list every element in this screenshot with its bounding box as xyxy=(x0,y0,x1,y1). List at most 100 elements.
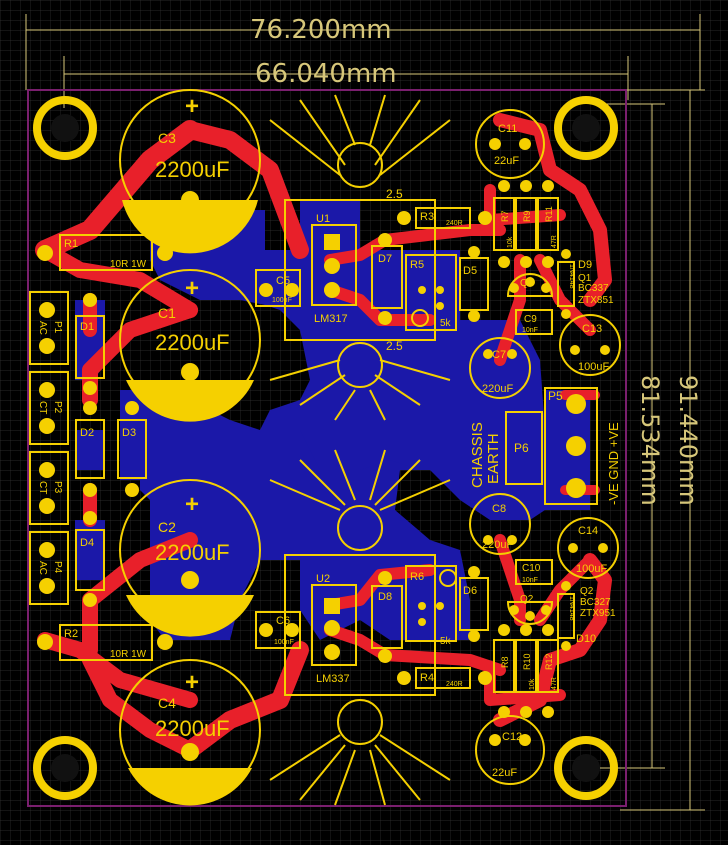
p1-ref: P1 xyxy=(52,321,63,334)
c11-ref: C11 xyxy=(498,123,517,135)
mounting-holes xyxy=(33,96,618,800)
r7-ref: R7 xyxy=(500,210,510,222)
c11-value: 22uF xyxy=(494,155,519,167)
q1-part-a: BC337 xyxy=(578,283,609,294)
cap-c7 xyxy=(469,337,531,399)
heatsink-lower xyxy=(269,449,451,806)
c9-value: 10nF xyxy=(522,327,538,334)
regulator-u2 xyxy=(311,584,357,666)
d6-ref: D6 xyxy=(463,585,477,597)
resistor-r1 xyxy=(37,234,173,271)
connector-p1 xyxy=(29,291,69,365)
cap-c8 xyxy=(469,493,531,555)
resistor-array-upper xyxy=(493,180,559,268)
d1-ref: D1 xyxy=(80,321,94,333)
svg-text:+: + xyxy=(185,93,199,120)
cap-c5 xyxy=(255,269,301,307)
r12-ref: R12 xyxy=(544,653,554,670)
diode-d3 xyxy=(117,401,147,497)
p2-ref: P2 xyxy=(52,401,63,414)
c1-ref: C1 xyxy=(158,305,176,321)
c10-ref: C10 xyxy=(522,563,541,574)
p3-label: CT xyxy=(37,481,48,494)
c1-value: 2200uF xyxy=(155,330,230,355)
c7-ref: C7 xyxy=(492,349,506,361)
r7-value: 10k xyxy=(507,236,514,248)
c13-value: 100uF xyxy=(578,361,609,373)
cap-c3: + xyxy=(119,89,261,254)
cap-c12 xyxy=(475,715,545,785)
resistor-array-lower xyxy=(493,624,559,718)
dim-board-height: 81.534mm xyxy=(636,375,664,506)
r3-ref: R3 xyxy=(420,211,434,223)
dim-total-height: 91.440mm xyxy=(674,375,702,506)
regulator-u1 xyxy=(311,224,357,306)
c9-ref: C9 xyxy=(524,314,537,325)
diode-d6 xyxy=(459,566,489,642)
svg-text:+: + xyxy=(185,275,199,302)
diode-d9 xyxy=(557,249,575,319)
r5-value: 5k xyxy=(440,318,452,329)
r6-ref: R6 xyxy=(410,571,424,583)
q2-part-a: BC327 xyxy=(580,597,611,608)
c10-value: 10nF xyxy=(522,577,538,584)
cap-c6 xyxy=(255,611,301,649)
q2-ref: Q2 xyxy=(520,594,534,605)
cap-c13 xyxy=(559,314,621,376)
diode-d4 xyxy=(75,511,105,607)
connector-p4 xyxy=(29,531,69,605)
heatsink-lower-label: 2.5 xyxy=(386,339,403,353)
trimmer-r5 xyxy=(405,254,457,331)
r2-value: 10R 1W xyxy=(110,649,147,660)
r5-ref: R5 xyxy=(410,259,424,271)
r11-ref: R11 xyxy=(544,206,554,222)
trimmer-r6 xyxy=(405,565,457,642)
c5-value: 100nF xyxy=(272,297,292,304)
diode-d1 xyxy=(75,293,105,395)
p1-label: AC xyxy=(37,321,48,335)
c3-ref: C3 xyxy=(158,130,176,146)
resistor-r2 xyxy=(37,624,173,661)
c7-value: 220uF xyxy=(482,383,513,395)
cap-c10 xyxy=(515,559,553,585)
d9-ref: D9 xyxy=(578,259,592,271)
diode-d7 xyxy=(371,233,403,325)
c6-ref: C6 xyxy=(276,615,290,627)
cap-c11 xyxy=(475,109,545,179)
connector-p5 xyxy=(544,387,598,505)
cap-c1: + xyxy=(119,269,261,422)
cap-c2: + xyxy=(119,479,261,637)
board-outline xyxy=(27,89,627,807)
svg-text:+: + xyxy=(185,491,199,518)
c6-value: 100nF xyxy=(274,639,294,646)
c2-value: 2200uF xyxy=(155,540,230,565)
cap-c9 xyxy=(515,309,553,335)
dim-board-width: 66.040mm xyxy=(255,59,397,89)
c2-ref: C2 xyxy=(158,519,176,535)
connector-p3 xyxy=(29,451,69,525)
q1-ref: Q1 xyxy=(520,278,534,289)
c12-value: 22uF xyxy=(492,767,517,779)
r8-ref: R8 xyxy=(500,656,510,668)
r12-value: 47R xyxy=(551,677,558,690)
u2-ref: U2 xyxy=(316,573,330,585)
r4-value: 240R xyxy=(446,681,463,688)
svg-text:+: + xyxy=(185,669,199,696)
d8-ref: D8 xyxy=(378,591,392,603)
transistor-q1 xyxy=(506,273,554,297)
p2-label: CT xyxy=(37,401,48,414)
c4-value: 2200uF xyxy=(155,716,230,741)
dim-total-width: 76.200mm xyxy=(250,15,392,45)
r11-value: 47R xyxy=(551,235,558,248)
resistor-r3 xyxy=(397,207,492,229)
u1-ref: U1 xyxy=(316,213,330,225)
r2-ref: R2 xyxy=(64,628,78,640)
p4-label: AC xyxy=(37,561,48,575)
r9-ref: R9 xyxy=(522,210,532,222)
r4-ref: R4 xyxy=(420,672,434,684)
q1-part-b: ZTX851 xyxy=(578,295,614,306)
r3-value: 240R xyxy=(446,220,463,227)
d5-ref: D5 xyxy=(463,265,477,277)
p6-label-earth: EARTH xyxy=(485,433,502,484)
